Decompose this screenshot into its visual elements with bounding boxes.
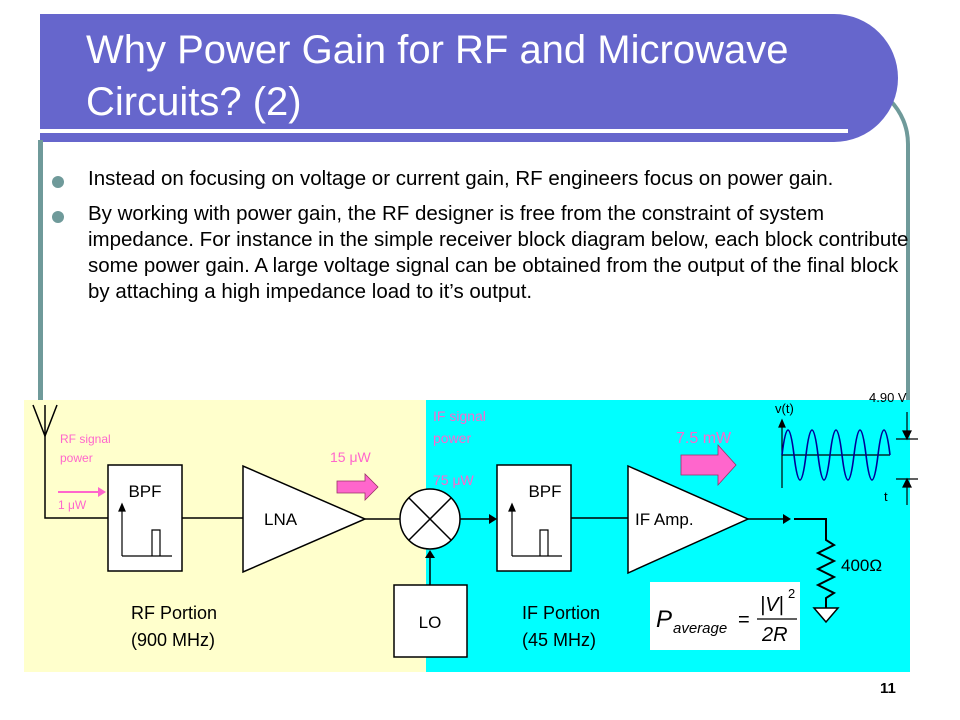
rf-signal-label-line1: RF signal — [60, 432, 111, 446]
formula-box — [650, 582, 800, 650]
bpf-if-label: BPF — [528, 482, 561, 501]
lna-output-arrow — [336, 473, 379, 501]
bpf-rf-block — [107, 464, 183, 572]
load-label: 400Ω — [841, 556, 882, 575]
if-signal-label-line2: power — [433, 430, 471, 446]
if-portion-line2: (45 MHz) — [522, 630, 596, 650]
formula-p: P — [656, 606, 672, 633]
slide-title: Why Power Gain for RF and Microwave Circ… — [86, 28, 789, 124]
bullet-text: Instead on focusing on voltage or curren… — [88, 167, 834, 190]
formula-sub: average — [673, 620, 727, 637]
if-amp-label: IF Amp. — [635, 510, 694, 529]
antenna-icon — [32, 404, 108, 519]
if-amp-output-arrow — [680, 443, 737, 487]
power-formula: P average = |V| 2 2R — [656, 586, 797, 646]
waveform-t-label: t — [884, 489, 888, 504]
waveform-v-label: v(t) — [775, 401, 794, 416]
bullet-dot-icon — [52, 211, 64, 223]
lo-label: LO — [419, 613, 442, 632]
if-amp-output-power: 7.5 mW — [676, 430, 732, 447]
rf-portion-line2: (900 MHz) — [131, 630, 215, 650]
bpf-if-block — [496, 464, 572, 572]
mixer-bpf-arrow-head — [489, 514, 497, 524]
waveform-signal — [781, 429, 891, 481]
if-input-power: 75 μW — [433, 472, 475, 488]
lna-amplifier — [242, 464, 367, 574]
formula-den: 2R — [761, 624, 788, 646]
bullet-item: By working with power gain, the RF desig… — [52, 201, 912, 305]
bullet-item: Instead on focusing on voltage or curren… — [52, 166, 912, 192]
load-resistor-icon — [794, 518, 840, 624]
left-accent-rule — [38, 140, 43, 400]
rf-region — [24, 400, 426, 672]
bullet-text: By working with power gain, the RF desig… — [88, 202, 909, 303]
amplitude-label: 4.90 V — [869, 390, 907, 405]
if-signal-label-line1: IF signal — [433, 408, 486, 424]
formula-eq: = — [738, 609, 750, 631]
rf-power-arrow-head — [98, 487, 106, 497]
bullet-dot-icon — [52, 176, 64, 188]
lna-label: LNA — [264, 510, 298, 529]
if-amplifier — [627, 464, 750, 575]
bpf-rf-label: BPF — [128, 482, 161, 501]
bpf-if-response-icon — [508, 502, 562, 557]
title-underline — [40, 129, 848, 133]
bpf-rf-response-icon — [118, 502, 172, 557]
amplitude-marker — [896, 412, 918, 505]
lo-block — [393, 584, 468, 658]
title-bar — [40, 14, 898, 142]
waveform-axes — [778, 418, 890, 488]
bullet-list: Instead on focusing on voltage or curren… — [52, 166, 912, 314]
if-portion-line1: IF Portion — [522, 603, 600, 623]
rf-input-power: 1 μW — [58, 498, 87, 512]
page-number: 11 — [880, 680, 896, 697]
rf-portion-line1: RF Portion — [131, 603, 217, 623]
formula-num: |V| — [760, 594, 784, 616]
mixer-icon — [399, 488, 461, 550]
lna-output-power: 15 μW — [330, 449, 372, 465]
formula-exp: 2 — [788, 586, 795, 601]
ifamp-output-arrow-head — [783, 514, 791, 524]
rf-signal-label-line2: power — [60, 451, 93, 465]
lo-mixer-arrow-head — [425, 550, 435, 558]
